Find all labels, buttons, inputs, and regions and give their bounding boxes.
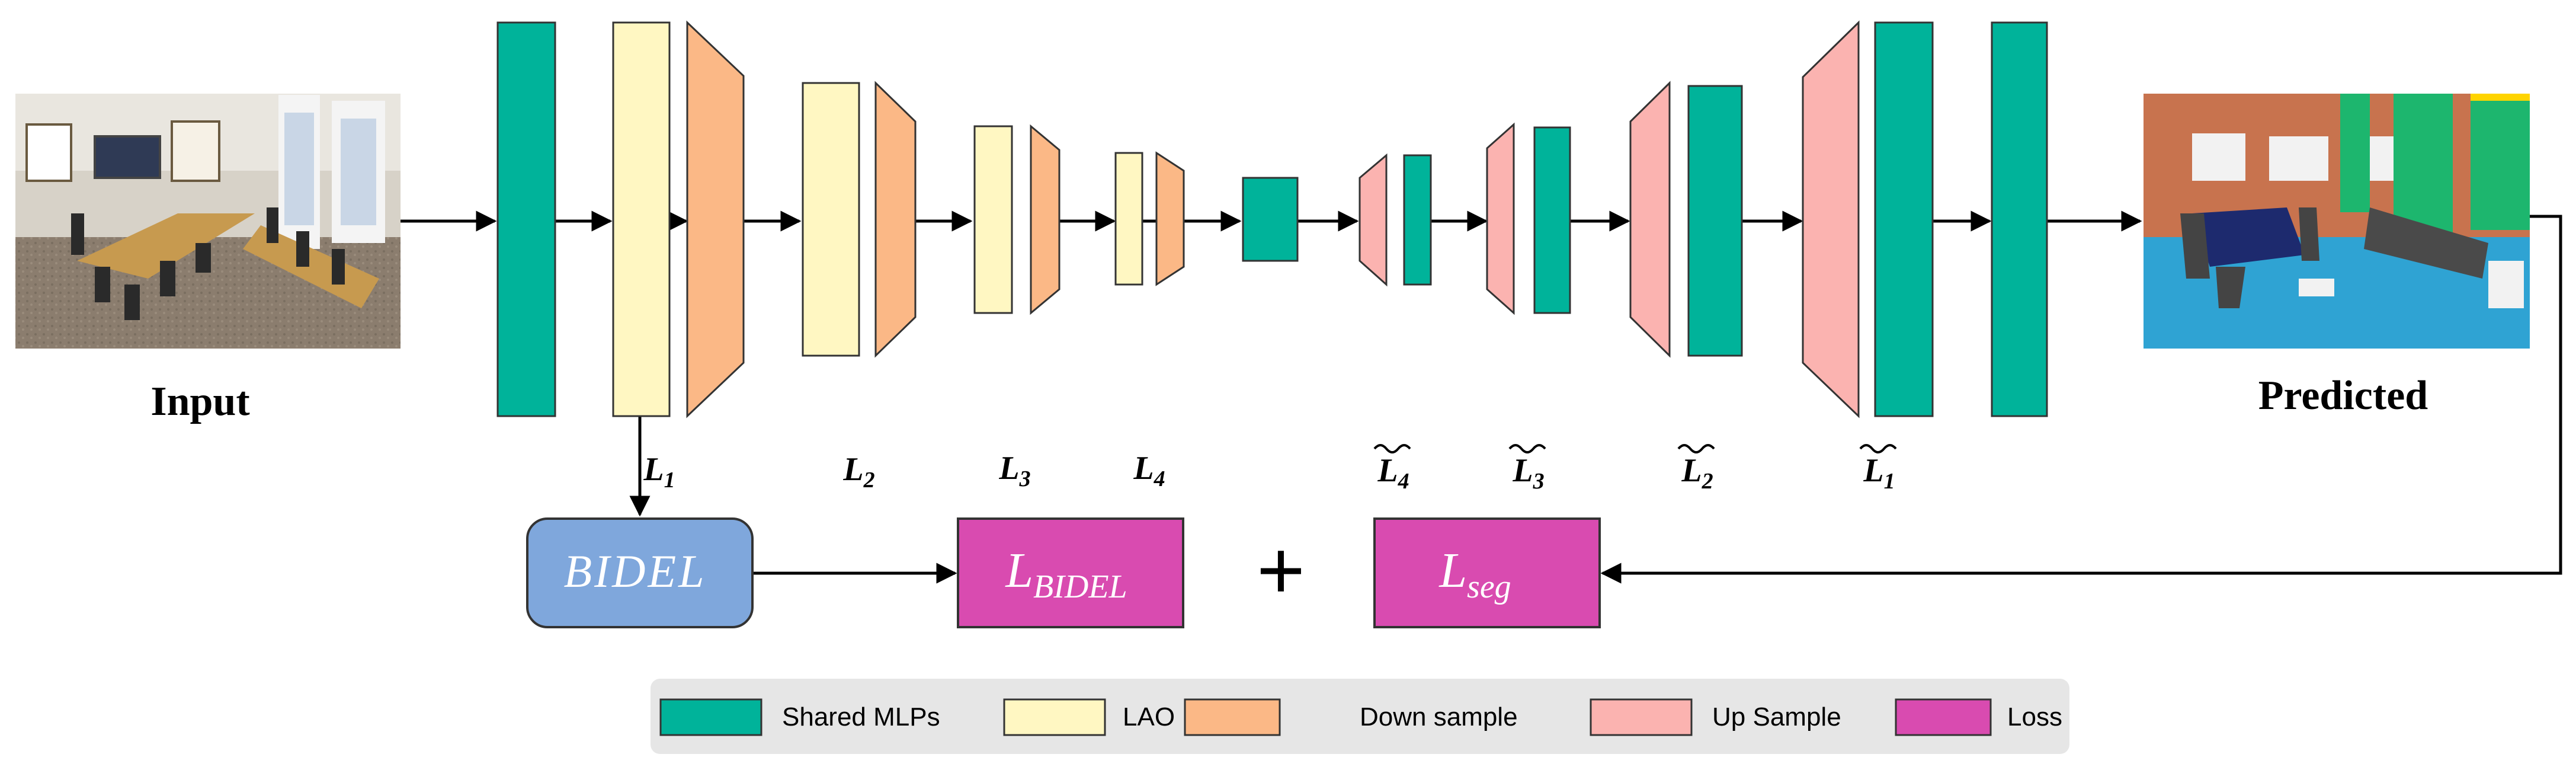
layer-label-l3: L3: [998, 450, 1030, 491]
upsample-block-4: [1359, 153, 1388, 287]
shared-mlp-block-1: [496, 21, 556, 417]
loss-seg-box: [1373, 517, 1601, 628]
legend-text-down-sample: Down sample: [1360, 702, 1518, 731]
shared-mlp-final: [1991, 21, 2048, 417]
loss-bidel-box: [957, 517, 1184, 628]
lao-block-2: [802, 82, 860, 357]
loss-bidel-label: LBIDEL: [1005, 543, 1127, 605]
tilde-mark-l2: [1677, 444, 1715, 453]
downsample-block-1: [686, 20, 745, 418]
shared-mlp-dec-4: [1403, 154, 1432, 286]
bidel-box: [526, 517, 754, 628]
tilde-mark-l4: [1373, 444, 1411, 453]
legend-text-lao: LAO: [1123, 702, 1175, 731]
loss-section: BIDEL LBIDEL + Lseg: [526, 517, 1601, 628]
legend-swatch-lao: [1003, 698, 1106, 736]
flow-arrows: [401, 210, 2562, 584]
legend-swatch-shared-mlps: [659, 698, 762, 736]
legend-swatch-up-sample: [1590, 698, 1693, 736]
tilde-mark-l1: [1859, 444, 1897, 453]
tilde-mark-l3: [1508, 444, 1546, 453]
legend: Shared MLPs LAO Down sample Up Sample Lo…: [651, 679, 2069, 754]
downsample-block-2: [874, 81, 917, 358]
lao-block-4: [1114, 152, 1143, 286]
lao-block-3: [973, 125, 1013, 314]
layer-label-l1: L1: [643, 451, 675, 493]
layer-label-l4-tilde: L4: [1377, 452, 1409, 494]
layer-label-l2-tilde: L2: [1681, 452, 1713, 494]
legend-text-loss: Loss: [2007, 702, 2062, 731]
plus-sign: +: [1257, 523, 1305, 616]
upsample-block-3: [1486, 122, 1515, 315]
downsample-block-4: [1155, 151, 1185, 286]
input-image: [15, 94, 401, 349]
layer-label-l3-tilde: L3: [1512, 452, 1544, 494]
decoder: [1359, 20, 2048, 418]
encoder: [496, 20, 1299, 418]
legend-text-up-sample: Up Sample: [1712, 702, 1841, 731]
input-label: Input: [150, 379, 249, 424]
shared-mlp-bottleneck: [1242, 177, 1299, 262]
shared-mlp-dec-2: [1687, 85, 1743, 357]
upsample-block-1: [1802, 20, 1860, 418]
bidel-label: BIDEL: [564, 545, 707, 597]
layer-label-l4: L4: [1133, 450, 1165, 491]
legend-swatch-down-sample: [1184, 698, 1281, 736]
loss-seg-label: Lseg: [1438, 543, 1511, 605]
predicted-label: Predicted: [2258, 373, 2428, 418]
shared-mlp-dec-3: [1533, 126, 1571, 314]
shared-mlp-dec-1: [1874, 21, 1934, 417]
legend-swatch-loss: [1895, 698, 1992, 736]
layer-label-l2: L2: [842, 451, 874, 493]
layer-labels: L1 L2 L3 L4 L4 L3 L2 L1: [643, 444, 1897, 494]
downsample-block-3: [1030, 124, 1060, 315]
upsample-block-2: [1629, 81, 1671, 358]
lao-block-1: [612, 21, 671, 417]
legend-text-shared-mlps: Shared MLPs: [782, 702, 940, 731]
predicted-image: [2144, 94, 2530, 349]
layer-label-l1-tilde: L1: [1863, 452, 1895, 494]
